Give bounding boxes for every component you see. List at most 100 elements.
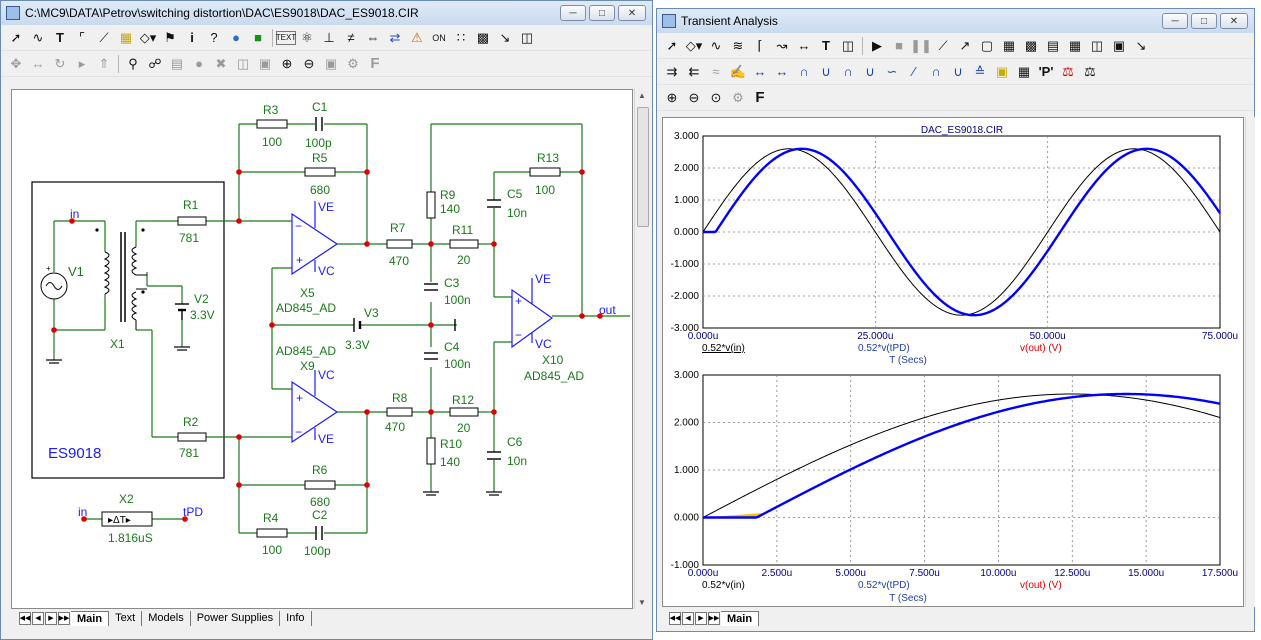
note-icon[interactable]: ▦ xyxy=(119,29,133,45)
wire-wave-icon[interactable]: ∿ xyxy=(32,29,44,45)
cancel-icon[interactable]: ✖ xyxy=(215,55,227,71)
global-high-icon[interactable]: ∩ xyxy=(931,64,941,79)
schematic-canvas[interactable]: + xyxy=(11,89,633,609)
resistor-r5[interactable] xyxy=(304,167,336,177)
resistor-r8[interactable] xyxy=(386,407,413,417)
plot2-legend-out[interactable]: v(out) (V) xyxy=(1020,580,1062,591)
flow-icon[interactable]: ⇄ xyxy=(389,29,401,45)
inflection-icon[interactable]: ∽ xyxy=(886,63,898,79)
arrow-line-icon[interactable]: ↗ xyxy=(959,37,971,53)
stop-icon[interactable]: ■ xyxy=(895,38,903,53)
resistor-r12[interactable] xyxy=(449,407,479,417)
properties-icon[interactable]: ◫ xyxy=(520,29,534,45)
prev-point-icon[interactable]: ↔ xyxy=(775,64,789,79)
scale-icon[interactable]: ∿ xyxy=(710,37,722,53)
close-button[interactable]: ✕ xyxy=(618,5,646,21)
tag-y-icon[interactable]: ⚖ xyxy=(1084,63,1096,79)
multi-icon[interactable]: ≙ xyxy=(974,63,986,79)
p-key-icon[interactable]: 'P' xyxy=(1038,64,1054,79)
binoculars-icon[interactable]: ☍ xyxy=(148,55,162,71)
tab-models[interactable]: Models xyxy=(142,610,191,626)
tab-text[interactable]: Text xyxy=(109,610,143,626)
resistor-r2[interactable] xyxy=(177,432,207,442)
right-cursor-icon[interactable]: ⇇ xyxy=(688,63,700,79)
run-icon[interactable]: ▶ xyxy=(872,37,882,53)
tab-power-supplies[interactable]: Power Supplies xyxy=(191,610,281,626)
gear-icon[interactable]: ⚙ xyxy=(732,89,744,105)
document-icon[interactable]: ▤ xyxy=(170,55,184,71)
pointer-box-icon[interactable]: ↘ xyxy=(499,29,511,45)
text-tool-icon[interactable]: T xyxy=(822,38,830,53)
find-icon[interactable]: ⚲ xyxy=(128,55,138,71)
maximize-button[interactable]: □ xyxy=(589,5,615,21)
pin-connections-icon[interactable]: ⊥ xyxy=(323,29,335,45)
resistor-r3[interactable] xyxy=(256,119,288,129)
delay-block-x2[interactable] xyxy=(101,511,153,527)
grid-icon[interactable]: ▦ xyxy=(1002,37,1016,53)
plot1-legend-out[interactable]: v(out) (V) xyxy=(1020,343,1062,354)
tab-main[interactable]: Main xyxy=(71,610,110,626)
zoom-out-icon[interactable]: ⊖ xyxy=(688,89,700,105)
scroll-down-icon[interactable]: ▼ xyxy=(638,598,646,607)
formula-icon[interactable]: ✍ xyxy=(729,63,747,79)
valley-icon[interactable]: ∪ xyxy=(821,63,831,79)
globe-icon[interactable]: ● xyxy=(232,30,240,45)
flag-icon[interactable]: ⚑ xyxy=(164,29,176,45)
point-tag-icon[interactable]: ↝ xyxy=(776,37,788,53)
dot-grid-icon[interactable]: ∷ xyxy=(456,29,466,45)
pause-icon[interactable]: ❚❚ xyxy=(910,37,932,53)
current-icon[interactable]: ⇔ xyxy=(366,30,380,45)
horizontal-tag-icon[interactable]: ↔ xyxy=(797,38,811,53)
lines-icon[interactable]: ▤ xyxy=(1046,37,1060,53)
stretch-icon[interactable]: ↔ xyxy=(31,56,45,71)
camera-icon[interactable]: ▣ xyxy=(324,55,338,71)
text-box-icon[interactable]: TEXT xyxy=(276,30,296,45)
waveform-icon[interactable]: ≈ xyxy=(712,64,720,79)
low-icon[interactable]: ∪ xyxy=(865,63,875,79)
tag-x-icon[interactable]: ⚖ xyxy=(1062,63,1074,79)
on-off-icon[interactable]: ON xyxy=(432,32,446,43)
bottom-icon[interactable]: ▣ xyxy=(1112,37,1126,53)
opamp-x9[interactable] xyxy=(291,380,339,444)
prev-page-icon[interactable]: ◀ xyxy=(682,611,694,625)
plot2-legend-in[interactable]: 0.52*v(in) xyxy=(702,580,745,591)
next-point-icon[interactable]: ↔ xyxy=(753,64,767,79)
power-icon[interactable]: ⚠ xyxy=(411,29,423,45)
scroll-up-icon[interactable]: ▲ xyxy=(638,91,646,100)
left-cursor-icon[interactable]: ⇉ xyxy=(666,63,678,79)
resistor-r7[interactable] xyxy=(386,239,413,249)
frame-icon[interactable]: ▢ xyxy=(980,37,994,53)
analysis-titlebar[interactable]: Transient Analysis ─ □ ✕ xyxy=(657,9,1254,33)
minimize-button[interactable]: ─ xyxy=(1162,13,1188,29)
first-page-icon[interactable]: ◀◀ xyxy=(19,611,31,625)
select-arrow-icon[interactable]: ➚ xyxy=(10,29,22,45)
paste-icon[interactable]: ▣ xyxy=(258,55,272,71)
analysis-vertical-scrollbar[interactable] xyxy=(1245,117,1255,607)
shapes-icon[interactable]: ◇▾ xyxy=(139,29,157,45)
properties-icon[interactable]: ◫ xyxy=(841,37,855,53)
zoom-out-icon[interactable]: ⊖ xyxy=(303,55,315,71)
next-page-icon[interactable]: ▶ xyxy=(695,611,707,625)
cursor-icon[interactable]: ↘ xyxy=(1135,37,1147,53)
rotate-icon[interactable]: ↻ xyxy=(54,55,66,71)
tag-icon[interactable]: ⌈ xyxy=(757,37,763,53)
schematic-vertical-scrollbar[interactable]: ▲ ▼ xyxy=(634,89,651,609)
data-table-icon[interactable]: ▦ xyxy=(1017,63,1031,79)
schematic-titlebar[interactable]: C:\MC9\DATA\Petrov\switching distortion\… xyxy=(1,1,652,25)
move-icon[interactable]: ✥ xyxy=(10,55,22,71)
resistor-r11[interactable] xyxy=(449,239,479,249)
text-tool-icon[interactable]: T xyxy=(56,30,64,45)
grid-text-icon[interactable]: ≠ xyxy=(347,30,355,45)
shapes-icon[interactable]: ◇▾ xyxy=(685,37,703,53)
close-button[interactable]: ✕ xyxy=(1220,13,1248,29)
resistor-r4[interactable] xyxy=(256,528,288,538)
flip-icon[interactable]: ⇑ xyxy=(98,55,110,71)
peak-icon[interactable]: ∩ xyxy=(799,64,809,79)
minimize-button[interactable]: ─ xyxy=(560,5,586,21)
zoom-fit-icon[interactable]: ⊙ xyxy=(710,89,722,105)
resistor-r1[interactable] xyxy=(177,216,207,226)
package-icon[interactable]: ▣ xyxy=(995,63,1009,79)
first-page-icon[interactable]: ◀◀ xyxy=(669,611,681,625)
last-page-icon[interactable]: ▶▶ xyxy=(708,611,720,625)
